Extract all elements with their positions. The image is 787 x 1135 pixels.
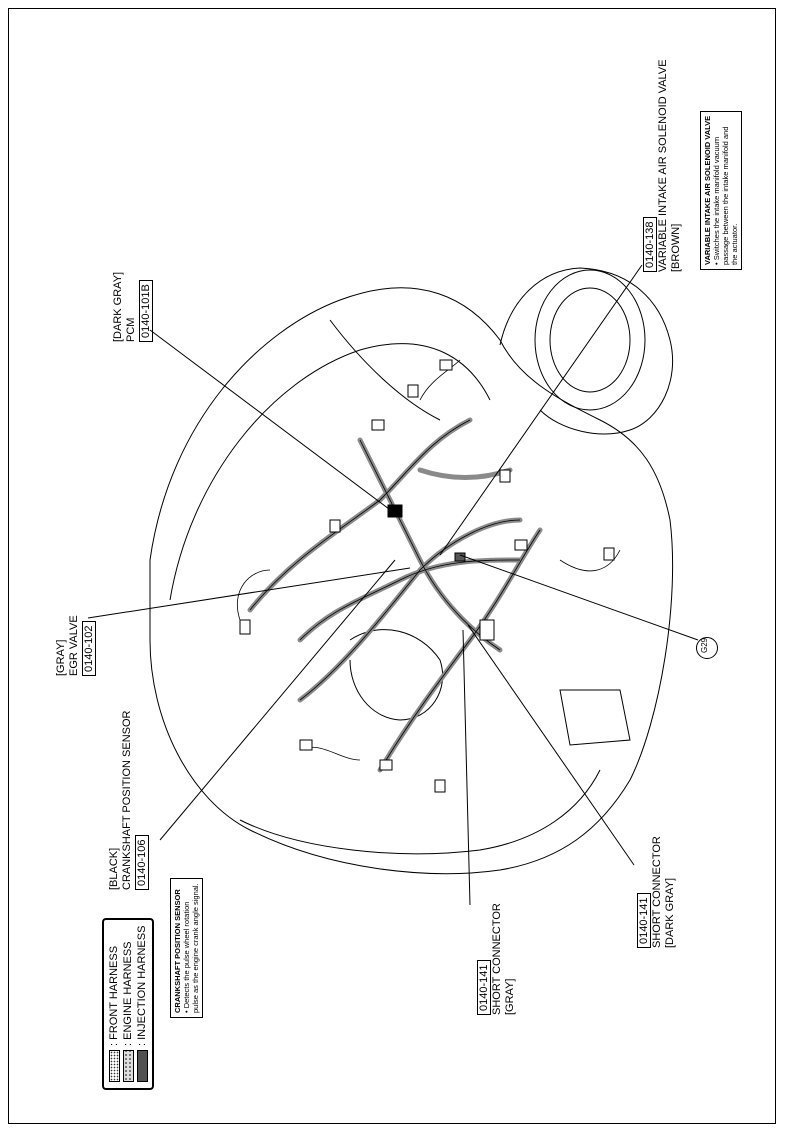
legend-swatch-engine xyxy=(122,1050,134,1082)
label-variable-intake-valve: 0140-138 VARIABLE INTAKE AIR SOLENOID VA… xyxy=(642,59,683,272)
harness-bundles xyxy=(247,417,543,773)
label-short-gray-color: [GRAY] xyxy=(504,978,516,1015)
ground-point-g29: G29 xyxy=(696,637,718,659)
note-vis-line3: the actuator. xyxy=(730,223,739,265)
label-crankshaft-code: 0140-106 xyxy=(135,835,149,890)
harness-outline xyxy=(237,359,621,771)
label-egr-name: EGR VALVE xyxy=(68,615,80,676)
label-egr-valve: [GRAY] EGR VALVE 0140-102 xyxy=(55,615,96,676)
legend-row-front: : FRONT HARNESS xyxy=(107,926,121,1082)
legend-label-injection: : INJECTION HARNESS xyxy=(136,925,148,1046)
label-pcm: [DARK GRAY] PCM 0140-101B xyxy=(112,272,153,342)
label-short-gray-name: SHORT CONNECTOR xyxy=(491,903,503,1015)
label-short-dark-color: [DARK GRAY] xyxy=(664,877,676,948)
harness-legend: : FRONT HARNESS : ENGINE HARNESS : INJEC… xyxy=(102,917,154,1090)
label-vis-color: [BROWN] xyxy=(670,223,682,272)
note-vis-line2: passage between the intake manifold and xyxy=(721,126,730,265)
legend-row-engine: : ENGINE HARNESS xyxy=(121,926,135,1082)
label-pcm-color: [DARK GRAY] xyxy=(112,271,124,342)
legend-row-injection: : INJECTION HARNESS xyxy=(135,926,149,1082)
leader-lines xyxy=(87,264,699,906)
ground-label: G29 xyxy=(700,637,709,653)
page-frame xyxy=(8,8,776,1124)
note-vis-title: VARIABLE INTAKE AIR SOLENOID VALVE xyxy=(703,115,712,265)
label-short-dark-name: SHORT CONNECTOR xyxy=(651,836,663,948)
label-egr-code: 0140-102 xyxy=(82,621,96,676)
note-variable-intake-valve: VARIABLE INTAKE AIR SOLENOID VALVE • Swi… xyxy=(700,110,742,270)
note-crankshaft-line2: pulse as the engine crank angle signal. xyxy=(191,883,200,1013)
label-pcm-name: PCM xyxy=(125,317,137,342)
note-crankshaft-sensor: CRANKSHAFT POSITION SENSOR • Detects the… xyxy=(170,878,203,1018)
legend-label-engine: : ENGINE HARNESS xyxy=(122,941,134,1046)
label-vis-name: VARIABLE INTAKE AIR SOLENOID VALVE xyxy=(657,59,669,272)
legend-swatch-front xyxy=(108,1050,120,1082)
connectors xyxy=(239,359,615,793)
label-short-dark-code: 0140-141 xyxy=(637,893,651,948)
legend-label-front: : FRONT HARNESS xyxy=(108,945,120,1046)
label-short-connector-gray: 0140-141 SHORT CONNECTOR [GRAY] xyxy=(476,903,517,1015)
label-short-connector-dark-gray: 0140-141 SHORT CONNECTOR [DARK GRAY] xyxy=(636,836,677,948)
label-egr-color: [GRAY] xyxy=(55,639,67,676)
note-vis-line1: • Switches the intake manifold vacuum xyxy=(712,136,721,265)
label-pcm-code: 0140-101B xyxy=(139,280,153,342)
vehicle-outline xyxy=(149,267,674,875)
legend-swatch-injection xyxy=(136,1050,148,1082)
label-crankshaft-sensor: [BLACK] CRANKSHAFT POSITION SENSOR 0140-… xyxy=(108,710,149,891)
label-vis-code: 0140-138 xyxy=(643,217,657,272)
note-crankshaft-line1: • Detects the pulse wheel rotation xyxy=(182,901,191,1013)
label-short-gray-code: 0140-141 xyxy=(477,960,491,1015)
note-crankshaft-title: CRANKSHAFT POSITION SENSOR xyxy=(173,889,182,1013)
label-crankshaft-color: [BLACK] xyxy=(108,847,120,890)
label-crankshaft-name: CRANKSHAFT POSITION SENSOR xyxy=(121,710,133,891)
